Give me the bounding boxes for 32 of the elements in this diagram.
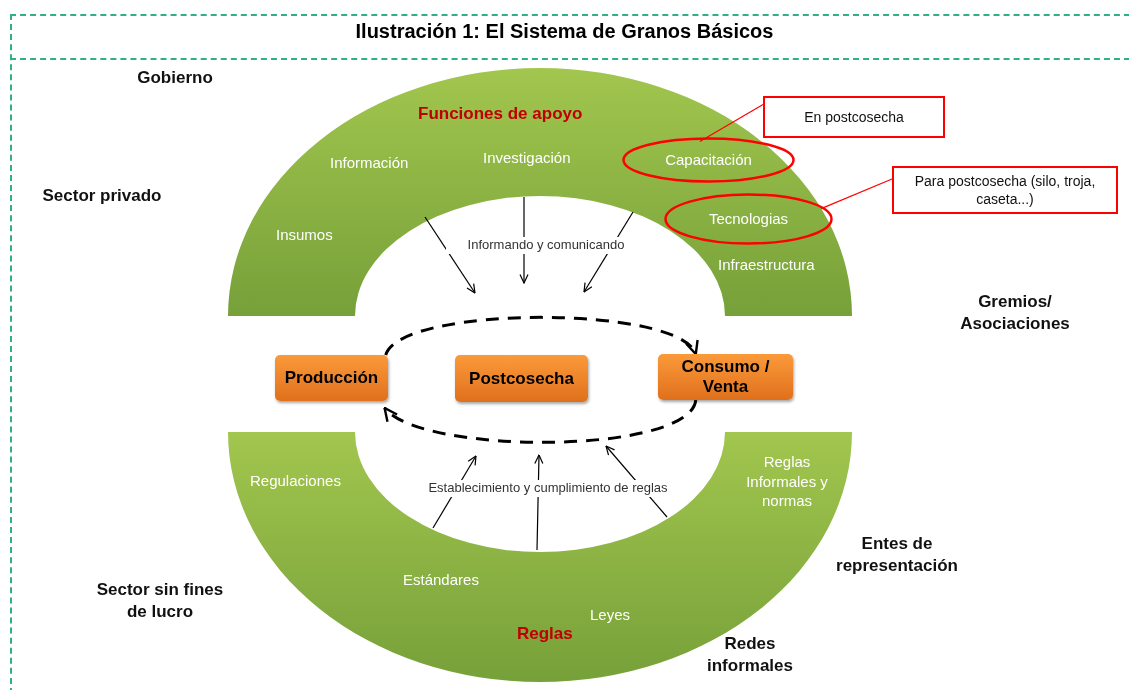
diagram-title: Ilustración 1: El Sistema de Granos Básicos [354, 20, 775, 43]
band-label: Leyes [590, 605, 631, 625]
band-label: Insumos [276, 225, 333, 245]
actor-label: Sector sin fines de lucro [95, 579, 225, 624]
dashed-arrow [383, 399, 698, 444]
band-label: Estándares [403, 570, 479, 590]
actor-label: Gobierno [136, 67, 214, 89]
callout-box: Para postcosecha (silo, troja, caseta...) [892, 166, 1118, 214]
band-heading: Funciones de apoyo [418, 104, 583, 124]
band-label: Información [330, 153, 409, 173]
actor-label: Redes informales [706, 633, 794, 678]
band-label: Reglas Informales y normas [745, 452, 829, 511]
arrow [424, 216, 476, 294]
band-label: Regulaciones [250, 471, 341, 491]
band-label: Tecnologias [707, 209, 790, 229]
actor-label: Gremios/ Asociaciones [959, 291, 1071, 336]
actor-label: Sector privado [41, 185, 163, 207]
highlight-ellipse [622, 137, 795, 183]
band-label: Infraestructura [718, 255, 815, 275]
leader-line [699, 103, 764, 143]
band-label: Investigación [483, 148, 571, 168]
stage-box: Postcosecha [455, 355, 588, 402]
stage-box: Producción [275, 355, 388, 401]
band-heading: Reglas [517, 624, 573, 644]
callout-box: En postcosecha [763, 96, 945, 138]
highlight-ellipse [664, 193, 833, 245]
actor-label: Entes de representación [835, 533, 959, 578]
flow-note: Establecimiento y cumplimiento de reglas [428, 480, 668, 497]
stage-box: Consumo / Venta [658, 354, 793, 400]
leader-line [820, 178, 893, 210]
band-label: Capacitación [664, 150, 753, 170]
dashed-arrow [384, 315, 697, 356]
